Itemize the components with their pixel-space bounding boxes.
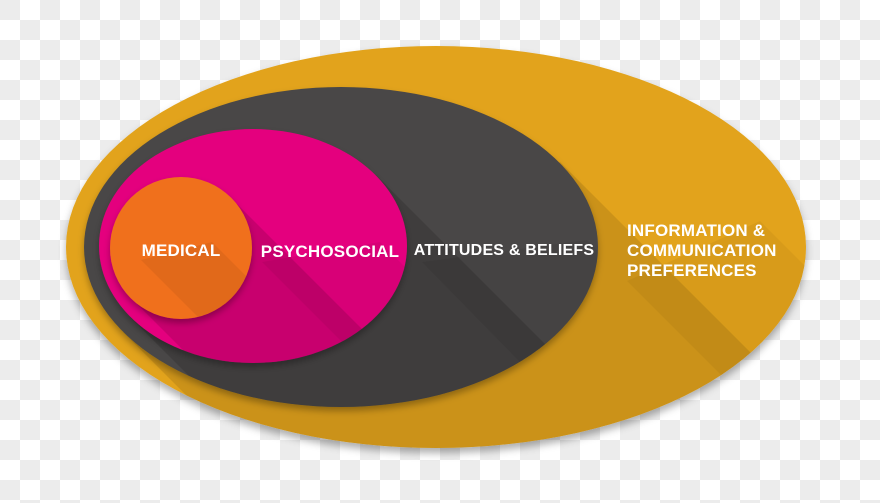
medical-label: MEDICAL (141, 241, 221, 260)
information-label-line-3: PREFERENCES (627, 261, 757, 280)
attitudes-label: ATTITUDES & BELIEFS (413, 242, 595, 259)
information-label-line-1: INFORMATION & (627, 221, 766, 240)
information-label: INFORMATION & COMMUNICATION PREFERENCES (627, 221, 797, 281)
medical-circle (110, 177, 252, 319)
information-label-line-2: COMMUNICATION (627, 241, 777, 260)
information-ellipse-long-shadows (123, 162, 806, 448)
psychosocial-label: PSYCHOSOCIAL (260, 242, 400, 261)
